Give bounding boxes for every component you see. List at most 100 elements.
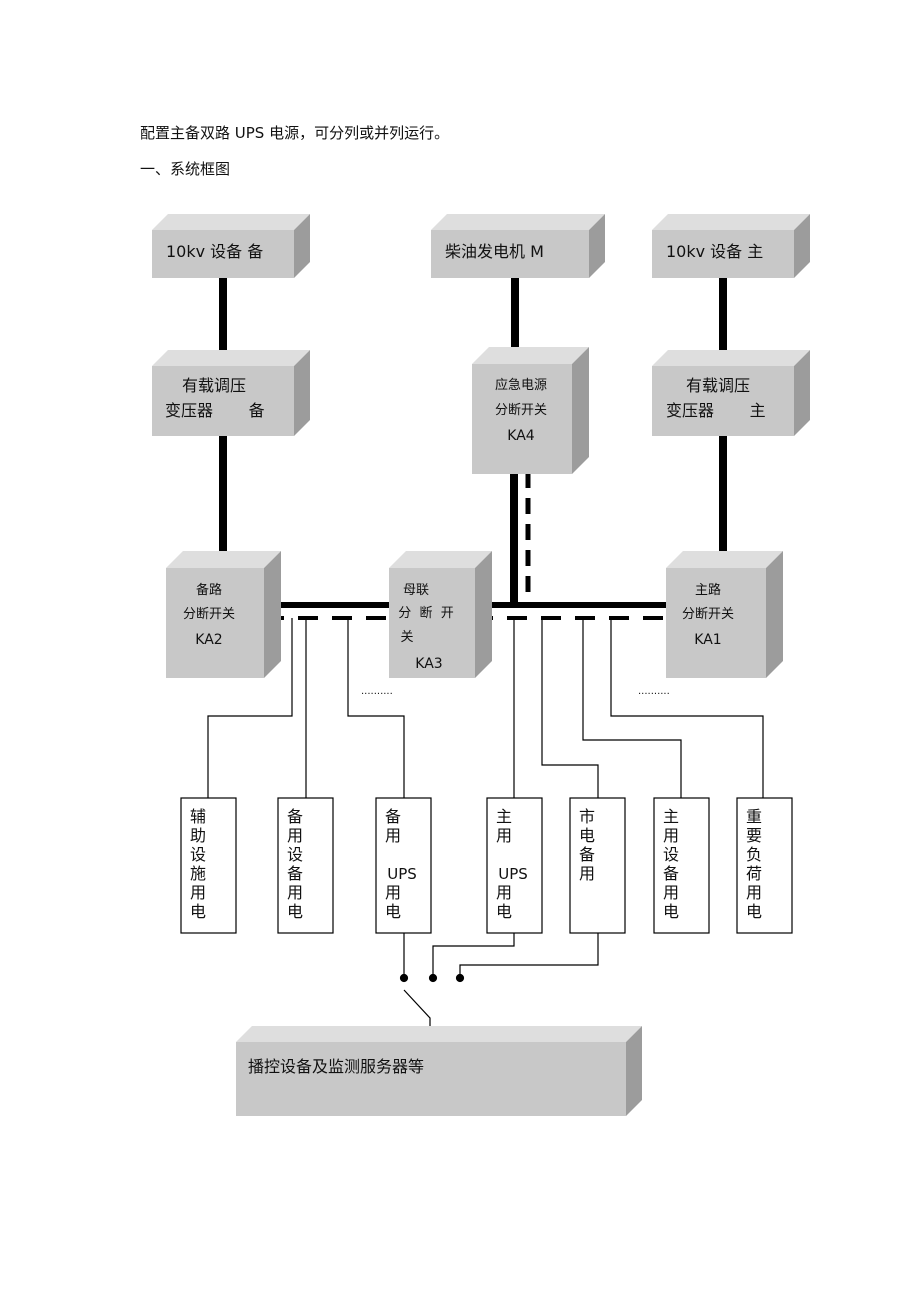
box-source-main <box>652 214 810 278</box>
ka2-line2: 分断开关 <box>183 607 235 622</box>
load-label-char: 主 <box>496 807 512 826</box>
wire-mains <box>459 933 599 976</box>
load-label-char: UPS <box>498 865 528 883</box>
switch-contact-2 <box>428 973 438 983</box>
load-label-char: 要 <box>746 826 762 845</box>
load-label-char: 备 <box>663 864 679 883</box>
tx-main-line2: 变压器 主 <box>666 401 766 420</box>
tx-backup-line1: 有载调压 <box>182 376 246 395</box>
load-label-char: 电 <box>190 902 206 921</box>
load-box-outline <box>375 797 432 934</box>
load-box-outline <box>736 797 793 934</box>
load-label-char: 电 <box>385 902 401 921</box>
labels: 10kv 设备 备 柴油发电机 M 10kv 设备 主 有载调压 变压器 备 应… <box>165 242 766 1076</box>
switch-contact-1 <box>399 973 409 983</box>
load-label-char: 用 <box>496 883 512 902</box>
load-box-outline <box>180 797 237 934</box>
ka1-line1: 主路 <box>695 582 721 598</box>
box-ka4 <box>472 347 589 474</box>
server-label: 播控设备及监测服务器等 <box>248 1057 424 1076</box>
ka2-line1: 备路 <box>196 582 222 598</box>
load-label-char: UPS <box>387 865 417 883</box>
box-tx-main <box>652 350 810 436</box>
load-box-outline <box>277 797 334 934</box>
load-label-char: 备 <box>287 864 303 883</box>
load-label-char: 用 <box>496 826 512 845</box>
load-label-char: 荷 <box>746 864 762 883</box>
load-label-char: 用 <box>385 826 401 845</box>
tx-main-line1: 有载调压 <box>686 376 750 395</box>
ka3-line4: KA3 <box>415 656 442 672</box>
ka4-line1: 应急电源 <box>495 377 547 393</box>
ka3-line3: 关 <box>400 630 413 645</box>
box-source-diesel <box>431 214 605 278</box>
load-label-char: 电 <box>287 902 303 921</box>
load-box-outline <box>653 797 710 934</box>
load-label-char: 辅 <box>190 807 206 826</box>
load-label-char: 电 <box>579 826 595 845</box>
source-backup-label: 10kv 设备 备 <box>166 242 263 261</box>
load-label-char: 设 <box>663 845 679 864</box>
box-server <box>236 1026 642 1116</box>
load-label-char: 设 <box>287 845 303 864</box>
ka1-line3: KA1 <box>694 632 721 648</box>
load-label-char: 市 <box>579 807 595 826</box>
box-tx-backup <box>152 350 310 436</box>
ka1-line2: 分断开关 <box>682 607 734 622</box>
box-ka2 <box>166 551 281 678</box>
wire-load-1 <box>207 618 293 798</box>
load-label-char: 电 <box>663 902 679 921</box>
load-label-char: 电 <box>746 902 762 921</box>
source-diesel-label: 柴油发电机 M <box>445 242 544 261</box>
ka2-line3: KA2 <box>195 632 222 648</box>
changeover-blade <box>403 989 431 1028</box>
load-label-char: 助 <box>190 826 206 845</box>
load-label-char: 备 <box>579 845 595 864</box>
wire-load-7 <box>610 618 764 798</box>
load-label-char: 设 <box>190 845 206 864</box>
ellipsis-left: ·········· <box>361 689 393 700</box>
ellipsis-right: ·········· <box>638 689 670 700</box>
source-main-label: 10kv 设备 主 <box>666 242 763 261</box>
load-box-outline <box>569 797 626 934</box>
load-label-char: 主 <box>663 807 679 826</box>
load-label-char: 施 <box>190 864 206 883</box>
load-label-char: 用 <box>746 883 762 902</box>
ka3-line2: 分 断 开 <box>398 606 454 621</box>
box-source-backup <box>152 214 310 278</box>
load-label-char: 备 <box>385 807 401 826</box>
load-boxes: 辅助设施用电备用设备用电备用UPS用电主用UPS用电市电备用主用设备用电重要负荷… <box>180 797 793 934</box>
load-label-char: 用 <box>287 883 303 902</box>
ka4-line3: KA4 <box>507 428 535 444</box>
ka4-line2: 分断开关 <box>495 403 547 418</box>
wire-load-5 <box>541 618 599 798</box>
load-label-char: 用 <box>663 883 679 902</box>
load-label-char: 电 <box>496 902 512 921</box>
load-label-char: 用 <box>663 826 679 845</box>
load-label-char: 备 <box>287 807 303 826</box>
load-box-outline <box>486 797 543 934</box>
load-label-char: 重 <box>746 807 762 826</box>
wire-load-3 <box>347 618 405 798</box>
section-title: 一、系统框图 <box>140 160 231 178</box>
equipment-boxes <box>152 214 810 1116</box>
box-ka3 <box>389 551 492 678</box>
box-ka1 <box>666 551 783 678</box>
wire-load-6 <box>582 618 682 798</box>
switch-contact-3 <box>455 973 465 983</box>
ka3-line1: 母联 <box>403 583 429 598</box>
load-label-char: 用 <box>287 826 303 845</box>
load-label-char: 用 <box>579 864 595 883</box>
load-label-char: 负 <box>746 845 762 864</box>
wire-ups-main <box>432 933 515 976</box>
load-label-char: 用 <box>385 883 401 902</box>
load-label-char: 用 <box>190 883 206 902</box>
